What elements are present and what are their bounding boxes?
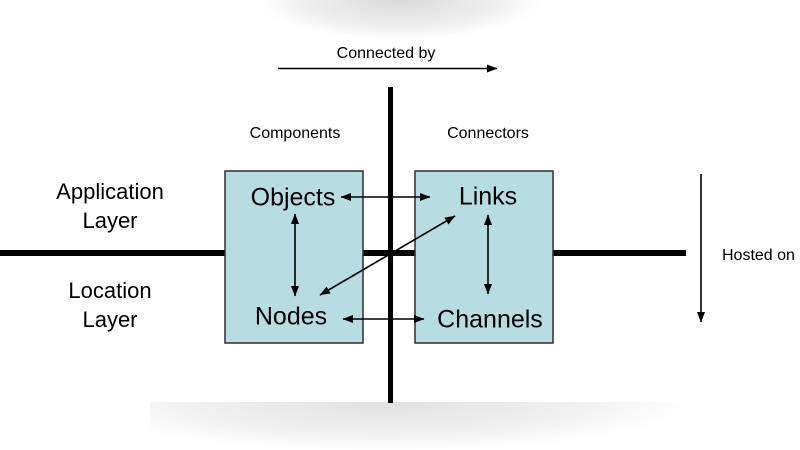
column-header-components: Components xyxy=(249,124,341,142)
top-gradient-artifact xyxy=(240,0,560,48)
connected-by-label: Connected by xyxy=(336,44,436,62)
row-header-line: Layer xyxy=(82,307,138,332)
hosted-on-label: Hosted on xyxy=(722,247,795,264)
column-header-connectors: Connectors xyxy=(447,124,529,142)
cell-nodes: Nodes xyxy=(254,302,328,331)
row-header-line: Location xyxy=(68,278,152,303)
vertical-divider-line xyxy=(388,87,393,403)
bottom-gradient-artifact xyxy=(150,402,710,450)
row-header-application-layer: Application Layer xyxy=(56,177,164,235)
row-header-location-layer: Location Layer xyxy=(68,276,151,334)
cell-channels: Channels xyxy=(437,305,543,334)
cell-links: Links xyxy=(458,182,518,211)
cell-objects: Objects xyxy=(250,183,336,212)
arrow-nodes-links-diagonal xyxy=(319,215,456,296)
row-header-line: Layer xyxy=(82,208,138,233)
row-header-line: Application xyxy=(56,179,164,204)
